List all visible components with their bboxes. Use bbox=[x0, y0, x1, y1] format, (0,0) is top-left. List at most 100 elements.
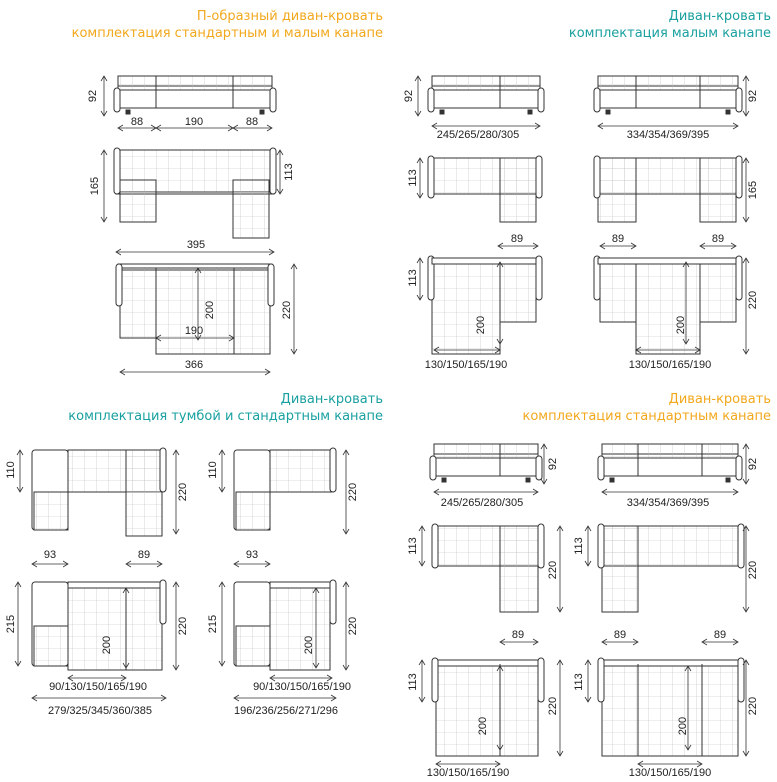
arrow bbox=[268, 248, 275, 256]
arrow bbox=[416, 294, 424, 301]
arrow bbox=[342, 581, 350, 588]
dimension-label: 220 bbox=[347, 483, 359, 501]
arrow bbox=[532, 242, 539, 250]
panel-tl-title-line2: комплектация стандартным и малым канапе bbox=[71, 26, 383, 41]
dimension-label: 200 bbox=[303, 636, 315, 654]
leg bbox=[605, 109, 611, 115]
arrow bbox=[312, 587, 320, 594]
armrest bbox=[535, 255, 543, 301]
arrow bbox=[194, 334, 202, 341]
arrow bbox=[16, 486, 24, 493]
dimension-label: 113 bbox=[407, 169, 419, 187]
arrow bbox=[684, 665, 692, 672]
arrow bbox=[699, 242, 706, 250]
arrow bbox=[122, 662, 130, 669]
backrest bbox=[67, 581, 163, 589]
arrow bbox=[742, 525, 750, 532]
dimension-label: 89 bbox=[138, 549, 150, 561]
armrest-left bbox=[597, 455, 605, 481]
arrow bbox=[264, 560, 271, 568]
canape bbox=[125, 587, 163, 671]
dimension-label: 130/150/165/190 bbox=[629, 767, 712, 779]
arrow bbox=[742, 606, 750, 613]
dimension-label: 89 bbox=[512, 629, 524, 641]
dimension-label: 200 bbox=[204, 301, 216, 319]
armrest bbox=[113, 147, 121, 195]
arrow bbox=[584, 696, 592, 703]
armrest-right bbox=[537, 87, 545, 113]
arrow bbox=[534, 122, 541, 130]
armrest-left bbox=[113, 87, 121, 113]
arrow bbox=[494, 346, 501, 354]
cabinet-canape bbox=[33, 491, 69, 531]
dimension-label: 220 bbox=[347, 617, 359, 635]
arrow bbox=[418, 560, 426, 567]
arrow bbox=[494, 760, 501, 768]
panel-br-title-line1: Диван-кровать bbox=[668, 392, 771, 407]
leg bbox=[259, 109, 265, 115]
arrow bbox=[632, 638, 639, 646]
canape-left bbox=[119, 267, 157, 339]
dimension-label: 395 bbox=[187, 239, 205, 251]
arrow bbox=[684, 744, 692, 751]
dimension-label: 334/354/369/395 bbox=[627, 497, 710, 509]
arrow bbox=[532, 488, 539, 496]
arrow bbox=[276, 188, 284, 195]
dimension-label: 92 bbox=[403, 90, 415, 102]
dimension-label: 215 bbox=[5, 615, 17, 633]
arrow bbox=[266, 124, 273, 132]
armrest-left bbox=[593, 87, 601, 113]
arrow bbox=[742, 443, 750, 450]
arrow bbox=[194, 267, 202, 274]
arrow bbox=[682, 261, 690, 268]
arrow bbox=[742, 157, 750, 164]
canape bbox=[599, 261, 637, 323]
dimension-label: 113 bbox=[407, 537, 419, 555]
arrow bbox=[100, 110, 108, 117]
canape-right bbox=[232, 179, 270, 239]
armrest bbox=[737, 657, 745, 703]
arrow bbox=[556, 606, 564, 613]
dimension-label: 113 bbox=[407, 269, 419, 287]
arrow bbox=[218, 486, 226, 493]
arrow bbox=[100, 149, 108, 156]
leg bbox=[725, 109, 731, 115]
dimension-label: 200 bbox=[101, 636, 113, 654]
arrow bbox=[14, 660, 22, 667]
arrow bbox=[742, 257, 750, 264]
arrow bbox=[696, 760, 703, 768]
panel-br-title-line2: комплектация стандартным канапе bbox=[522, 409, 771, 424]
dimension-label: 190 bbox=[185, 116, 203, 128]
arrow bbox=[599, 242, 606, 250]
arrow bbox=[416, 157, 424, 164]
arrow bbox=[232, 124, 239, 132]
arrow bbox=[125, 560, 132, 568]
armrest-right bbox=[269, 87, 277, 113]
arrow bbox=[414, 110, 422, 117]
arrow bbox=[496, 261, 504, 268]
bed bbox=[431, 261, 501, 355]
leg bbox=[441, 477, 447, 483]
arrow bbox=[100, 216, 108, 223]
dimension-label: 366 bbox=[185, 359, 203, 371]
armrest-right bbox=[735, 87, 743, 113]
dimension-label: 220 bbox=[281, 301, 293, 319]
backrest bbox=[601, 659, 739, 667]
arrow bbox=[418, 696, 426, 703]
dimension-label: 88 bbox=[131, 116, 143, 128]
dimension-label: 200 bbox=[475, 316, 487, 334]
arrow bbox=[496, 665, 504, 672]
panel-tl-title-line1: П-образный диван-кровать bbox=[196, 9, 383, 24]
armrest bbox=[535, 155, 543, 199]
arrow bbox=[172, 449, 180, 456]
leg bbox=[609, 477, 615, 483]
arrow bbox=[218, 660, 226, 667]
arrow bbox=[276, 149, 284, 156]
dimension-label: 88 bbox=[246, 116, 258, 128]
canape bbox=[699, 157, 737, 223]
bed bbox=[155, 267, 235, 355]
armrest bbox=[537, 523, 545, 569]
leg bbox=[439, 109, 445, 115]
canape-right bbox=[233, 267, 271, 355]
arrow bbox=[499, 638, 506, 646]
